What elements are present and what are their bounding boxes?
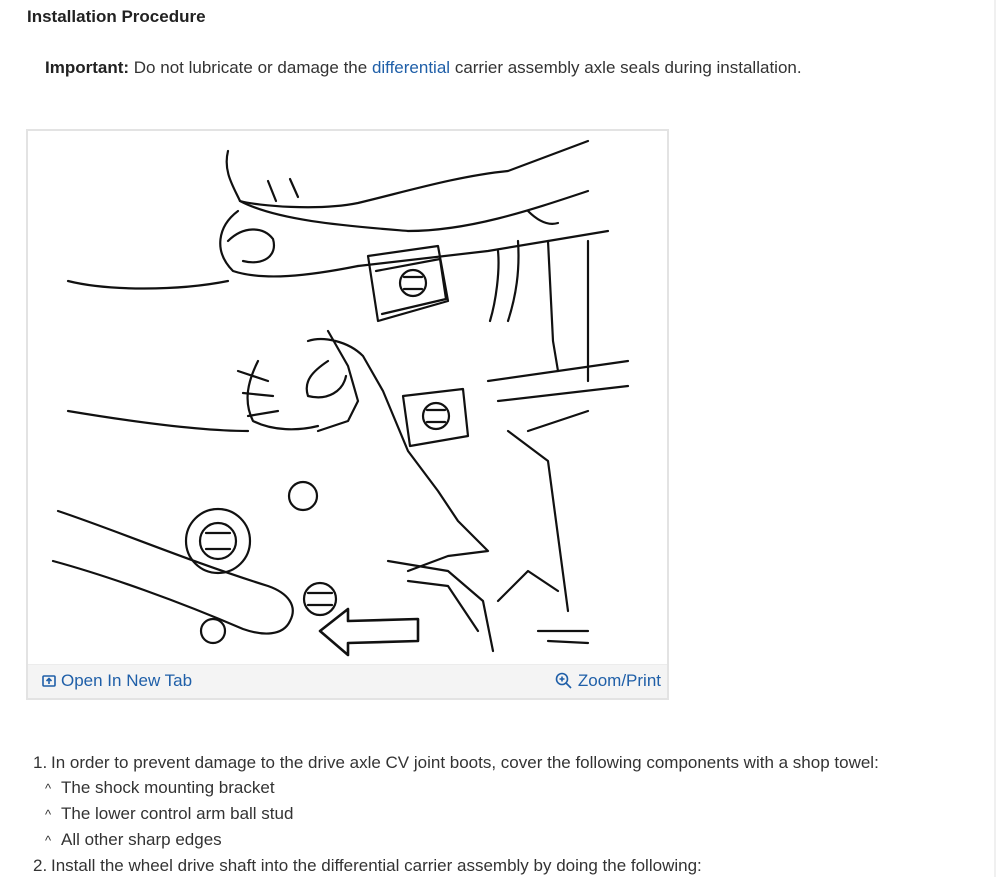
- zoom-in-icon: [555, 672, 572, 689]
- important-label: Important:: [45, 58, 130, 77]
- important-note: Important: Do not lubricate or damage th…: [45, 58, 802, 78]
- procedure-steps: 1.In order to prevent damage to the driv…: [33, 750, 879, 878]
- step-subitem: ^ The lower control arm ball stud: [33, 801, 879, 827]
- differential-link[interactable]: differential: [371, 58, 451, 77]
- zoom-print-link[interactable]: Zoom/Print: [555, 671, 661, 691]
- subitem-text: The shock mounting bracket: [61, 778, 275, 797]
- section-heading: Installation Procedure: [27, 7, 206, 26]
- drive-axle-installation-illustration: [51, 139, 630, 657]
- step-text: In order to prevent damage to the drive …: [51, 753, 879, 772]
- open-in-new-tab-link[interactable]: Open In New Tab: [42, 671, 192, 691]
- important-text-before: Do not lubricate or damage the: [133, 58, 368, 77]
- figure-toolbar: Open In New Tab Zoom/Print: [28, 664, 667, 698]
- step-item: 2.Install the wheel drive shaft into the…: [33, 853, 879, 878]
- step-subitem: ^ The shock mounting bracket: [33, 775, 879, 801]
- open-in-new-tab-label: Open In New Tab: [61, 671, 193, 690]
- bullet-caret: ^: [45, 781, 52, 796]
- important-text-after: carrier assembly axle seals during insta…: [454, 58, 802, 77]
- step-text: Install the wheel drive shaft into the d…: [51, 856, 702, 875]
- figure-container: Open In New Tab Zoom/Print: [26, 129, 669, 700]
- subitem-text: All other sharp edges: [61, 830, 222, 849]
- page-right-edge: [994, 0, 996, 877]
- step-item: 1.In order to prevent damage to the driv…: [33, 750, 879, 775]
- zoom-print-label: Zoom/Print: [577, 671, 661, 690]
- subitem-text: The lower control arm ball stud: [61, 804, 294, 823]
- step-subitem: ^ All other sharp edges: [33, 827, 879, 853]
- open-new-tab-icon: [42, 675, 56, 687]
- step-number: 2.: [33, 856, 48, 875]
- bullet-caret: ^: [45, 833, 52, 848]
- bullet-caret: ^: [45, 807, 52, 822]
- step-number: 1.: [33, 753, 48, 772]
